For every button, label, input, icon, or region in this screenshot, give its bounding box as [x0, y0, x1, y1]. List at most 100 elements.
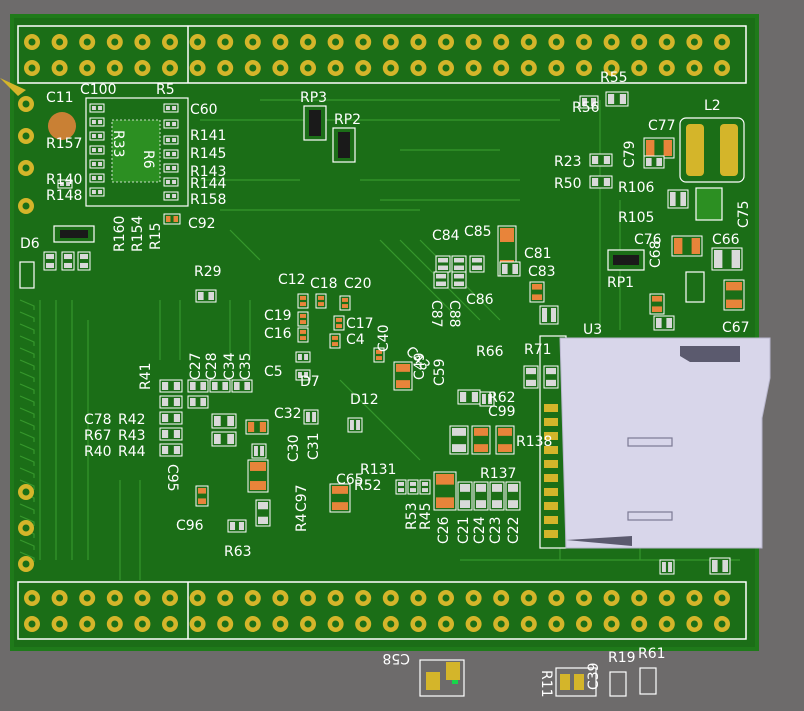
label-d6: D6 [20, 236, 40, 252]
label-c99: C99 [488, 404, 516, 420]
smd-component [187, 395, 209, 409]
smd-component [671, 235, 703, 257]
cursor-marker-icon [0, 78, 26, 96]
label-c100: C100 [80, 82, 117, 98]
label-c28: C28 [204, 352, 220, 380]
label-r158: R158 [190, 192, 226, 208]
bottom-header-pins [24, 590, 730, 632]
smd-component [469, 255, 485, 273]
label-c79: C79 [622, 140, 638, 168]
smd-component [589, 175, 613, 189]
smd-component [457, 481, 473, 511]
smd-component [473, 481, 489, 511]
label-c24: C24 [472, 516, 488, 544]
smd-component [211, 413, 237, 429]
label-c96: C96 [176, 518, 204, 534]
label-c49: C49 [412, 352, 428, 380]
label-c84: C84 [432, 228, 460, 244]
smd-component [159, 443, 183, 457]
smd-component [211, 431, 237, 447]
smd-component [451, 255, 467, 273]
label-c39: C39 [586, 662, 602, 690]
smd-component [163, 103, 179, 113]
sd-pin [544, 460, 558, 468]
smd-component [187, 379, 209, 393]
smd-component [419, 479, 431, 495]
label-c78: C78 [84, 412, 112, 428]
smd-component [195, 289, 217, 303]
smd-component [457, 389, 481, 405]
sd-card-socket [539, 335, 771, 549]
label-r41: R41 [138, 362, 154, 390]
label-c16: C16 [264, 326, 292, 342]
diode-d6 [19, 261, 35, 289]
label-r143: R143 [190, 164, 226, 180]
smd-component [89, 173, 105, 183]
label-c12: C12 [278, 272, 306, 288]
label-c68: C68 [648, 240, 664, 268]
label-r137: R137 [480, 466, 516, 482]
label-r6: R6 [140, 150, 156, 169]
smd-component [653, 315, 675, 331]
smd-component [57, 179, 73, 189]
label-c95: C95 [164, 464, 180, 492]
sd-pin [544, 474, 558, 482]
label-u3: U3 [583, 322, 602, 338]
smd-component [643, 137, 675, 159]
label-r63: R63 [224, 544, 252, 560]
smd-component [589, 153, 613, 167]
label-d7: D7 [300, 374, 320, 390]
label-r33: R33 [110, 130, 126, 158]
smd-component [159, 379, 183, 393]
label-r42: R42 [118, 412, 146, 428]
label-c31: C31 [306, 432, 322, 460]
label-r61: R61 [638, 646, 666, 662]
label-r62: R62 [488, 390, 516, 406]
label-r55: R55 [600, 70, 628, 86]
sd-socket-pins [544, 404, 558, 538]
smd-component [373, 347, 385, 363]
label-c83: C83 [528, 264, 556, 280]
smd-component [163, 213, 181, 225]
smd-component [209, 379, 231, 393]
label-r52: R52 [354, 478, 382, 494]
label-r40: R40 [84, 444, 112, 460]
smd-component [709, 557, 731, 575]
label-r23: R23 [554, 154, 582, 170]
smd-component [329, 333, 341, 349]
smd-component [723, 279, 745, 311]
smd-component [303, 409, 319, 425]
label-c35: C35 [238, 352, 254, 380]
smd-component [159, 395, 183, 409]
label-r148: R148 [46, 188, 82, 204]
smd-component [315, 293, 327, 309]
smd-component [89, 145, 105, 155]
smd-component [159, 427, 183, 441]
label-c18: C18 [310, 276, 338, 292]
smd-component [347, 417, 363, 433]
label-c34: C34 [222, 352, 238, 380]
smd-component [329, 483, 351, 513]
smd-component [489, 481, 505, 511]
smd-component [339, 295, 351, 311]
label-c75: C75 [736, 200, 752, 228]
smd-component [227, 519, 247, 533]
smd-component [89, 117, 105, 127]
label-r141: R141 [190, 128, 226, 144]
label-c20: C20 [344, 276, 372, 292]
top-header-pins [24, 34, 730, 76]
label-c11: C11 [46, 90, 74, 106]
label-r140: R140 [46, 172, 82, 188]
smd-component [667, 189, 689, 209]
label-c65: C65 [336, 472, 364, 488]
smd-component [605, 91, 629, 107]
smd-component [643, 155, 665, 169]
label-d12: D12 [350, 392, 379, 408]
label-c87: C87 [428, 300, 444, 328]
label-c40: C40 [376, 324, 392, 352]
label-c92: C92 [188, 216, 216, 232]
smd-component [163, 149, 179, 159]
smd-component [89, 159, 105, 169]
label-r157: R157 [46, 136, 82, 152]
